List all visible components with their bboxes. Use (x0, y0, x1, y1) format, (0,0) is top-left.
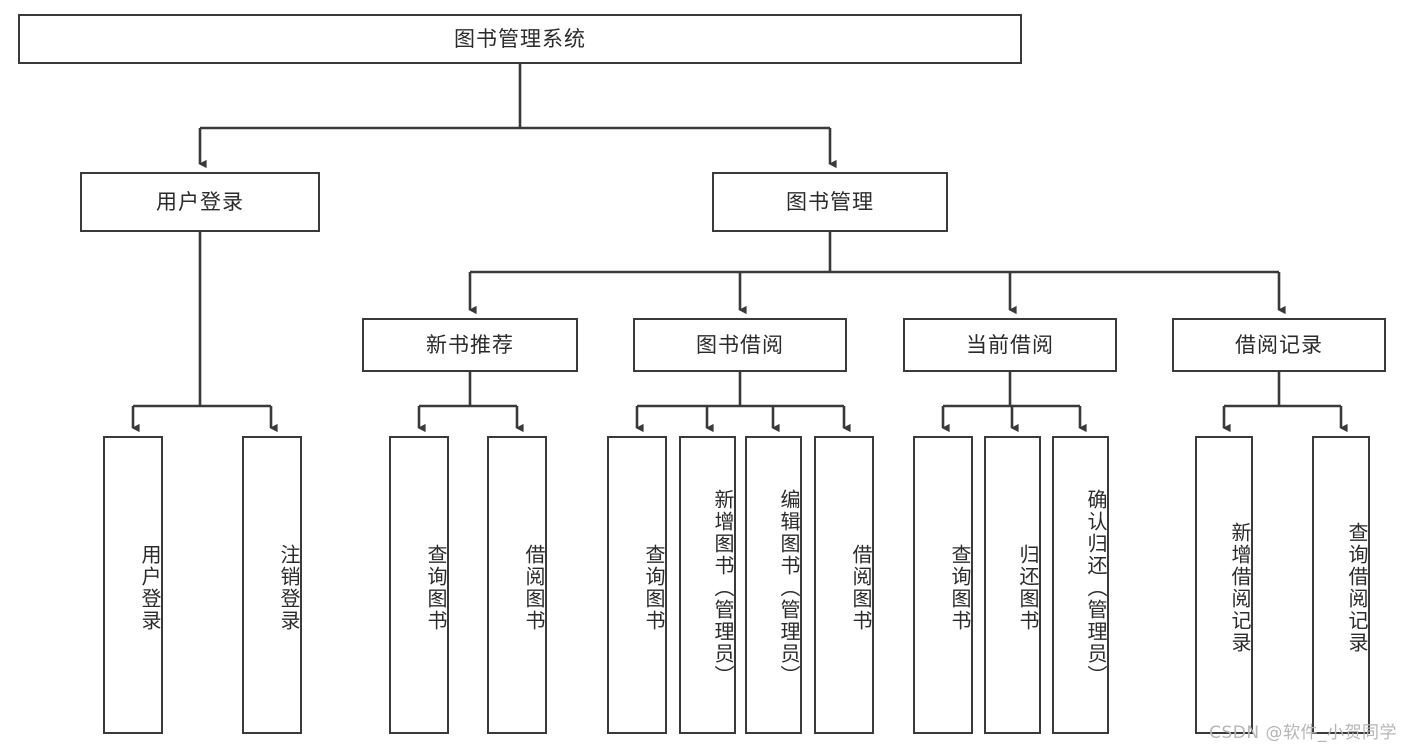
node-leaf-borrow-query-book-label: 查询图书 (642, 544, 666, 632)
node-leaf-record-query-record[interactable]: 查询借阅记录 (1312, 436, 1370, 734)
node-user-login-label: 用户登录 (156, 189, 244, 214)
node-current-borrow[interactable]: 当前借阅 (903, 318, 1117, 372)
node-leaf-recommend-query-book[interactable]: 查询图书 (389, 436, 449, 734)
node-new-book-recommend-label: 新书推荐 (426, 332, 514, 357)
node-leaf-current-return-book[interactable]: 归还图书 (984, 436, 1041, 734)
node-leaf-borrow-add-book-admin[interactable]: 新增图书（管理员） (679, 436, 736, 734)
node-leaf-user-login-label: 用户登录 (138, 544, 162, 632)
node-leaf-borrow-add-book-admin-label: 新增图书（管理员） (711, 489, 735, 687)
node-leaf-current-confirm-return-admin[interactable]: 确认归还（管理员） (1052, 436, 1109, 734)
node-user-login[interactable]: 用户登录 (80, 172, 320, 232)
node-current-borrow-label: 当前借阅 (966, 332, 1054, 357)
node-new-book-recommend[interactable]: 新书推荐 (362, 318, 578, 372)
node-book-borrow-label: 图书借阅 (696, 332, 784, 357)
node-root-label: 图书管理系统 (454, 26, 586, 51)
node-leaf-user-login[interactable]: 用户登录 (103, 436, 163, 734)
node-root[interactable]: 图书管理系统 (18, 14, 1022, 64)
node-leaf-current-return-book-label: 归还图书 (1016, 544, 1040, 632)
node-borrow-record-label: 借阅记录 (1235, 332, 1323, 357)
node-leaf-current-query-book[interactable]: 查询图书 (913, 436, 973, 734)
node-leaf-borrow-query-book[interactable]: 查询图书 (607, 436, 667, 734)
node-leaf-current-confirm-return-admin-label: 确认归还（管理员） (1084, 489, 1108, 687)
node-leaf-current-query-book-label: 查询图书 (948, 544, 972, 632)
node-leaf-borrow-do-borrow-label: 借阅图书 (849, 544, 873, 632)
node-leaf-record-add-record[interactable]: 新增借阅记录 (1195, 436, 1253, 734)
node-leaf-record-query-record-label: 查询借阅记录 (1345, 522, 1369, 654)
node-book-borrow[interactable]: 图书借阅 (633, 318, 847, 372)
node-leaf-logout[interactable]: 注销登录 (242, 436, 302, 734)
node-leaf-borrow-edit-book-admin[interactable]: 编辑图书（管理员） (745, 436, 802, 734)
csdn-watermark: CSDN @软件_小贺同学 (1209, 723, 1397, 743)
node-leaf-recommend-borrow-book-label: 借阅图书 (522, 544, 546, 632)
node-book-management-label: 图书管理 (786, 189, 874, 214)
node-leaf-recommend-query-book-label: 查询图书 (424, 544, 448, 632)
node-leaf-recommend-borrow-book[interactable]: 借阅图书 (487, 436, 547, 734)
node-book-management[interactable]: 图书管理 (712, 172, 948, 232)
node-borrow-record[interactable]: 借阅记录 (1172, 318, 1386, 372)
node-leaf-logout-label: 注销登录 (277, 544, 301, 632)
node-leaf-borrow-edit-book-admin-label: 编辑图书（管理员） (777, 489, 801, 687)
node-leaf-record-add-record-label: 新增借阅记录 (1228, 522, 1252, 654)
node-leaf-borrow-do-borrow[interactable]: 借阅图书 (814, 436, 874, 734)
